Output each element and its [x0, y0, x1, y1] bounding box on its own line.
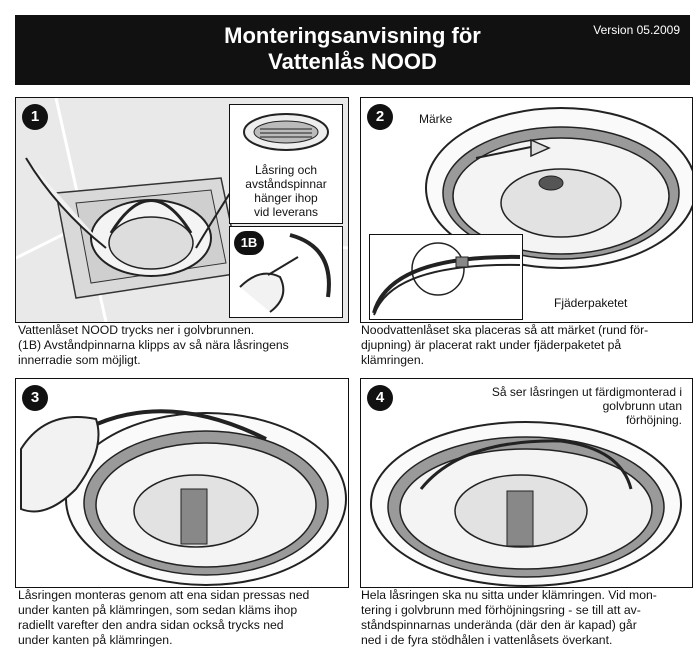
- step-1b-badge: 1B: [234, 231, 264, 255]
- step-3-panel: 3: [15, 378, 349, 588]
- step-2-illustration: [425, 107, 692, 269]
- step-4-caption: Hela låsringen ska nu sitta under klämri…: [361, 588, 657, 647]
- title-line-2: Vattenlås NOOD: [268, 49, 437, 74]
- step-3-badge: 3: [22, 385, 48, 411]
- step-2-caption: Noodvattenlåset ska placeras så att märk…: [361, 323, 649, 367]
- version-label: Version 05.2009: [593, 23, 680, 37]
- step-1-inset-text: Låsring och avståndspinnar hänger ihop v…: [245, 163, 327, 219]
- step-1-badge: 1: [22, 104, 48, 130]
- step-1-panel: 1 Låsring och avståndspinnar hänger ihop…: [15, 97, 349, 323]
- step-4-note: Så ser låsringen ut färdigmonterad i gol…: [491, 385, 682, 427]
- step-1b-inset: 1B: [229, 226, 343, 318]
- step-4-illustration: [370, 421, 682, 587]
- page-title: Monteringsanvisning för Vattenlås NOOD: [15, 23, 690, 75]
- fjaderpaketet-label: Fjäderpaketet: [554, 296, 628, 310]
- step-2-badge: 2: [367, 104, 393, 130]
- title-line-1: Monteringsanvisning för: [224, 23, 481, 48]
- header-banner: Monteringsanvisning för Vattenlås NOOD V…: [15, 15, 690, 85]
- step-1-inset-ring: Låsring och avståndspinnar hänger ihop v…: [229, 104, 343, 224]
- step-4-panel: 4 Så ser låsringen ut färdigmonterad i g…: [360, 378, 693, 588]
- step-3-caption: Låsringen monteras genom att ena sidan p…: [18, 588, 310, 647]
- step-4-badge: 4: [367, 385, 393, 411]
- marke-label: Märke: [419, 112, 453, 126]
- step-2-panel: 2 Märke Fjäderpaketet: [360, 97, 693, 323]
- step-3-illustration: [20, 409, 347, 586]
- step-2-inset-spring: [369, 234, 523, 320]
- step-1-caption: Vattenlåset NOOD trycks ner i golvbrunne…: [18, 323, 289, 367]
